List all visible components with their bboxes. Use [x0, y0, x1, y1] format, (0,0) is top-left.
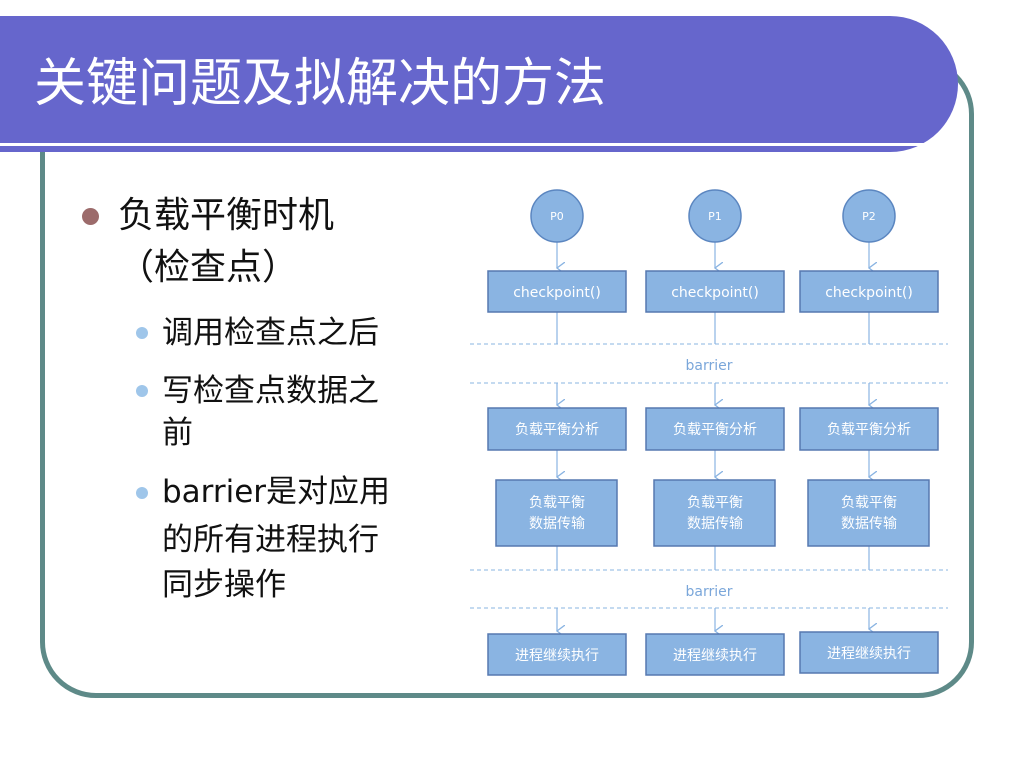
checkpoint-box-p0: [487, 270, 627, 313]
transfer-label-p2-line1: 负载平衡: [841, 495, 897, 511]
continue-box-p0: [487, 633, 627, 676]
process-label-p0: P0: [550, 210, 564, 223]
checkpoint-label-p0: checkpoint(): [513, 285, 601, 301]
bullet-sub2-line2: 前: [162, 415, 193, 451]
bullet-sub3-line1: barrier是对应用: [162, 474, 391, 510]
bullet-dot-sub1: [136, 327, 148, 339]
bullet-main-line1: 负载平衡时机: [118, 195, 335, 236]
checkpoint-box-p2: [799, 270, 939, 313]
transfer-label-p0-line1: 负载平衡: [529, 495, 585, 511]
transfer-label-p0-line2: 数据传输: [529, 516, 585, 532]
continue-box-p1: [645, 633, 785, 676]
barrier-label-top: barrier: [686, 358, 733, 374]
bullet-dot-sub3: [136, 487, 148, 499]
bullet-main-line2: （检查点）: [118, 247, 299, 288]
process-label-p1: P1: [708, 210, 722, 223]
bullet-sub3-line3: 同步操作: [162, 567, 286, 603]
process-label-p2: P2: [862, 210, 876, 223]
transfer-label-p1-line2: 数据传输: [687, 516, 743, 532]
bullet-sub3-line2: 的所有进程执行: [162, 522, 379, 558]
process-node-p2: [842, 189, 896, 243]
transfer-box-p0: [495, 479, 618, 547]
slide-frame: [40, 58, 974, 698]
process-node-p1: [688, 189, 742, 243]
slide-title: 关键问题及拟解决的方法: [34, 54, 607, 114]
process-column-p2: P2 checkpoint() 负载平衡分析 负载平衡 数据传输 进程继续执行: [799, 189, 939, 674]
checkpoint-label-p1: checkpoint(): [671, 285, 759, 301]
bullet-sub1: 调用检查点之后: [162, 315, 379, 351]
bullet-sub2-line1: 写检查点数据之: [162, 373, 379, 409]
bullet-dot-main: [82, 208, 99, 225]
process-column-p1: P1 checkpoint() 负载平衡分析 负载平衡 数据传输 进程继续执行: [645, 189, 785, 676]
barrier-label-bottom: barrier: [686, 584, 733, 600]
analysis-label-p2: 负载平衡分析: [827, 422, 911, 438]
bullet-dot-sub2: [136, 385, 148, 397]
title-bar: 关键问题及拟解决的方法: [0, 16, 958, 152]
analysis-label-p1: 负载平衡分析: [673, 422, 757, 438]
checkpoint-box-p1: [645, 270, 785, 313]
transfer-label-p2-line2: 数据传输: [841, 516, 897, 532]
analysis-label-p0: 负载平衡分析: [515, 422, 599, 438]
analysis-box-p2: [799, 407, 939, 451]
process-column-p0: P0 checkpoint() 负载平衡分析 负载平衡 数据传输 进程继续执行: [487, 189, 627, 676]
continue-label-p1: 进程继续执行: [673, 647, 757, 664]
analysis-box-p1: [645, 407, 785, 451]
continue-box-p2: [799, 631, 939, 674]
continue-label-p2: 进程继续执行: [827, 645, 911, 662]
process-node-p0: [530, 189, 584, 243]
transfer-label-p1-line1: 负载平衡: [687, 495, 743, 511]
title-underline: [0, 143, 932, 146]
checkpoint-label-p2: checkpoint(): [825, 285, 913, 301]
continue-label-p0: 进程继续执行: [515, 647, 599, 664]
transfer-box-p1: [653, 479, 776, 547]
analysis-box-p0: [487, 407, 627, 451]
transfer-box-p2: [807, 479, 930, 547]
